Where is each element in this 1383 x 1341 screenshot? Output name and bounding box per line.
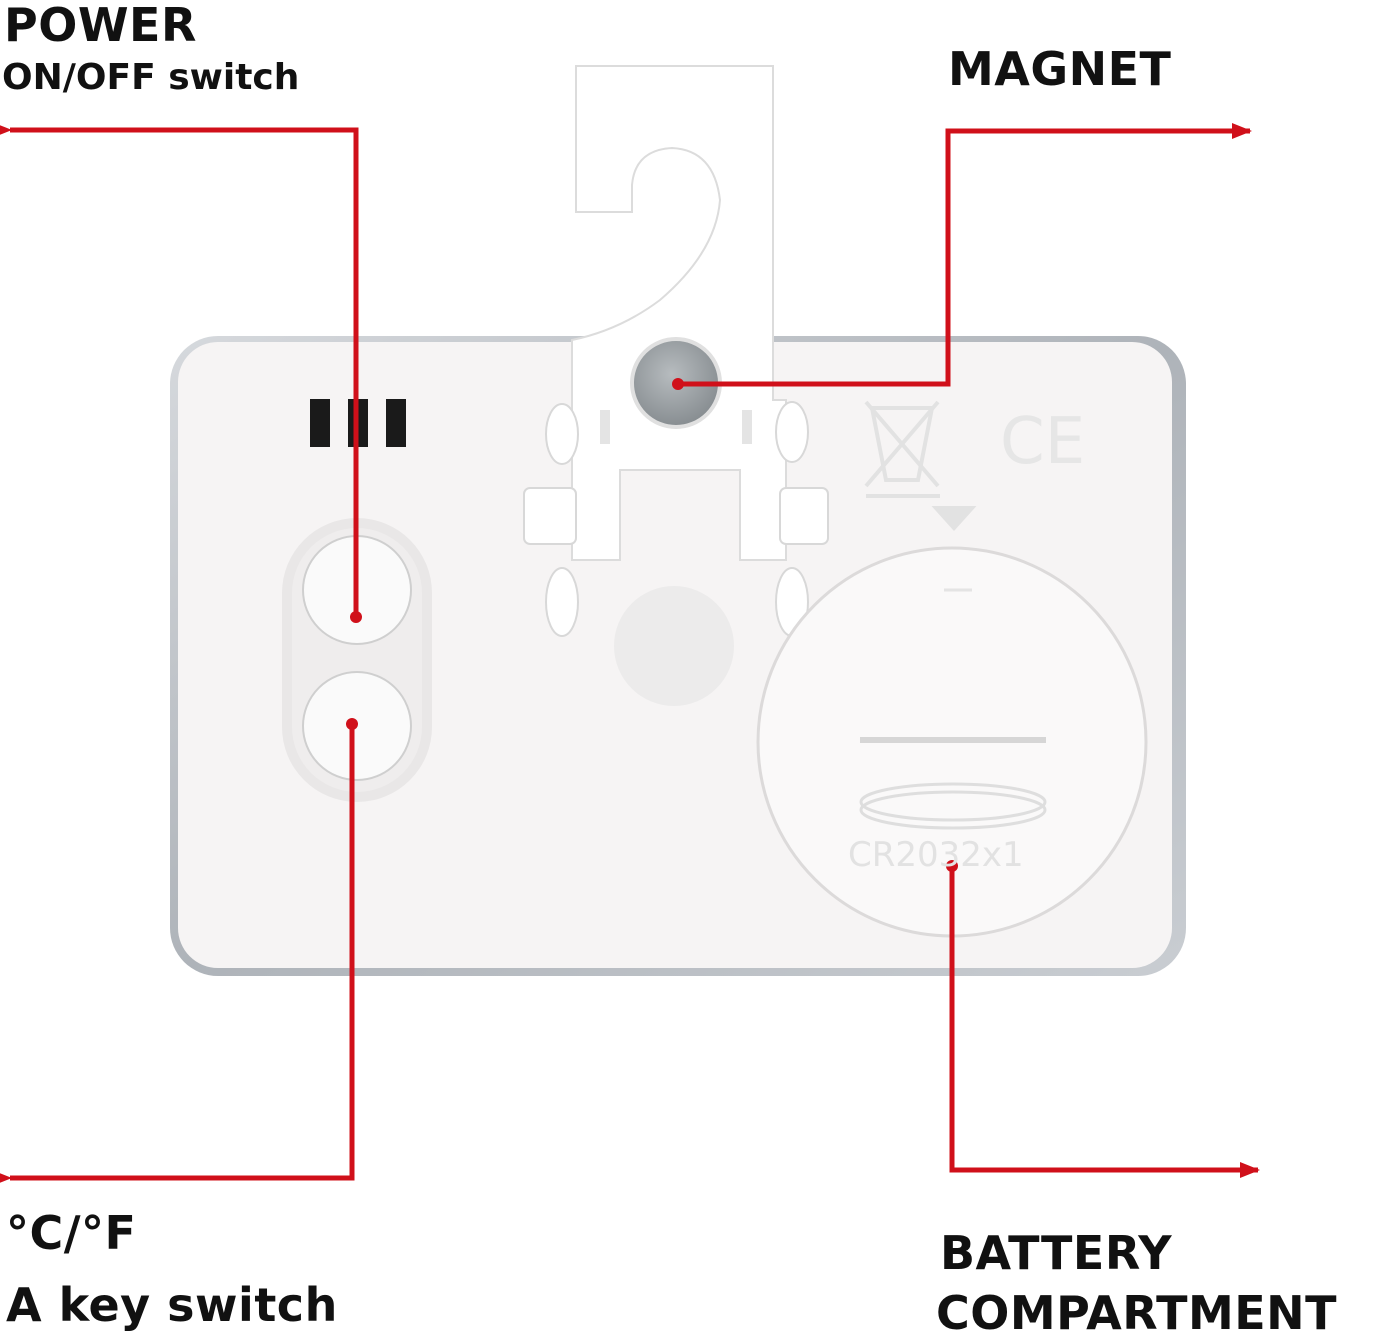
ce-mark: CE: [1000, 405, 1086, 479]
battery-marking: CR2032x1: [848, 835, 1024, 875]
unit-callout-line: [0, 724, 355, 1186]
callout-lines: [0, 122, 1260, 1186]
callout-dots: [346, 378, 958, 872]
magnet-title: MAGNET: [948, 42, 1172, 96]
battery-title-line2: COMPARTMENT: [936, 1286, 1338, 1340]
magnet-callout-line: [678, 123, 1252, 387]
weee-bin-icon: [864, 400, 977, 531]
coin-cell-icon: [859, 782, 1047, 830]
unit-title: °C/°F: [6, 1206, 137, 1260]
unit-subtitle: A key switch: [6, 1278, 338, 1332]
power-title: POWER: [4, 0, 197, 52]
battery-callout-line: [949, 866, 1260, 1178]
power-callout-line: [0, 122, 359, 617]
power-subtitle: ON/OFF switch: [2, 57, 300, 98]
mount-recess: [614, 586, 734, 706]
hook: [523, 65, 829, 637]
battery-title-line1: BATTERY: [940, 1226, 1173, 1280]
